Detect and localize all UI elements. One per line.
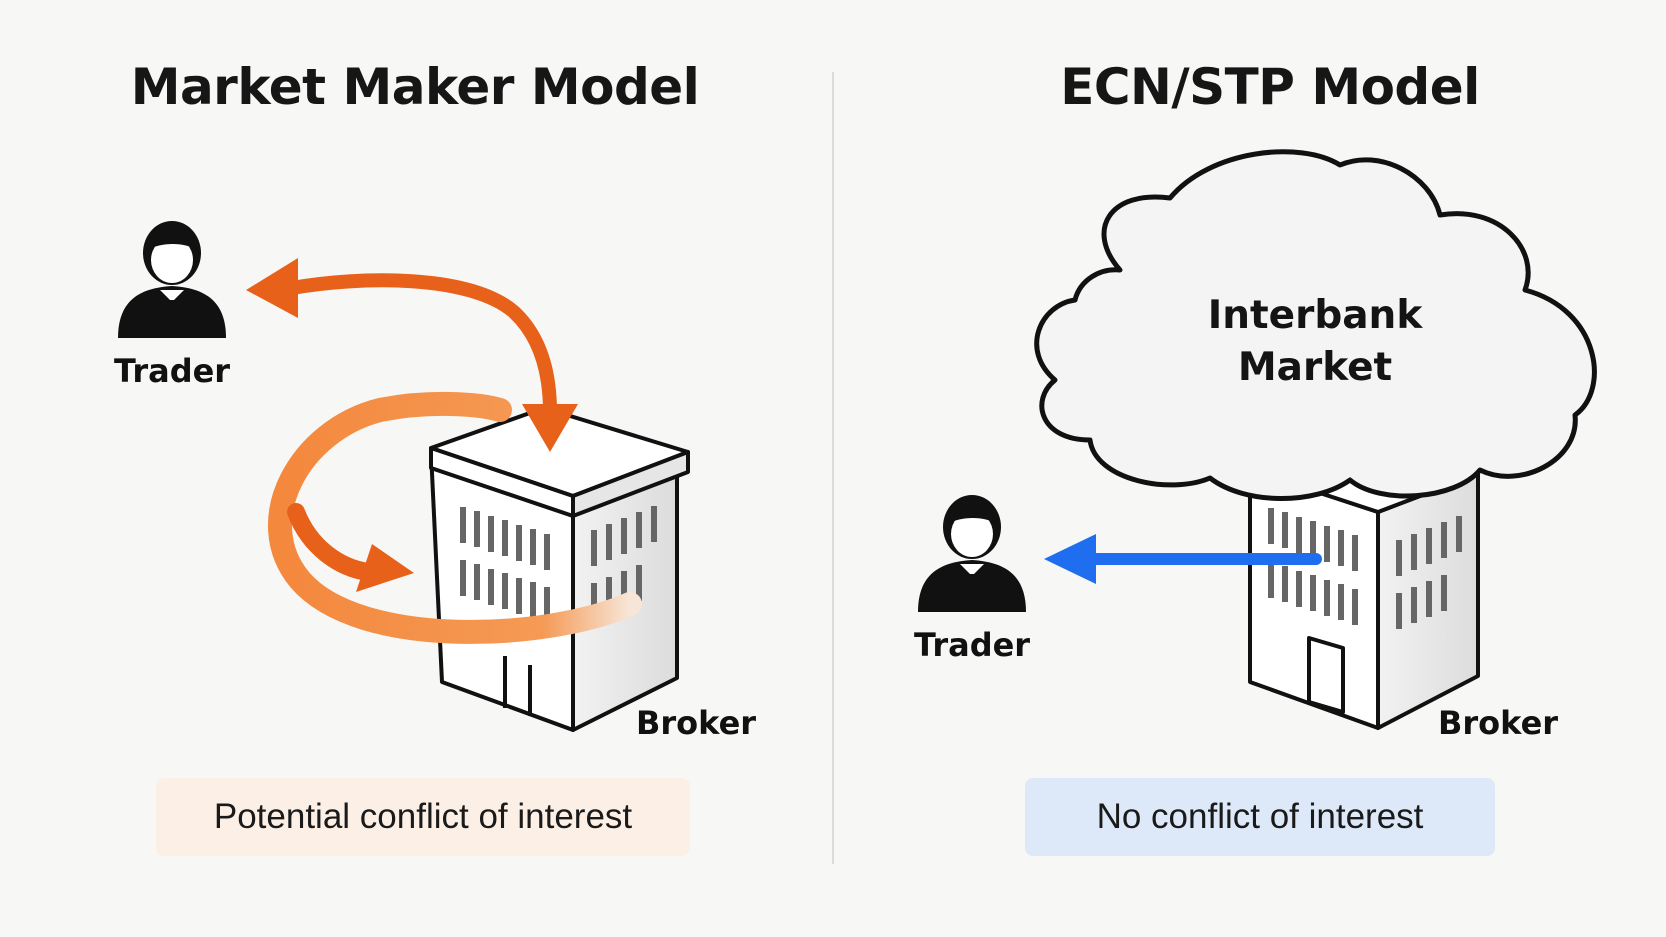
panel-divider: [832, 72, 834, 864]
swirl-arrow-icon: [268, 391, 642, 644]
trader-label-left: Trader: [114, 352, 231, 390]
broker-windows-left: [460, 506, 657, 623]
swirl-arrowhead-icon: [356, 544, 414, 592]
broker-label-left: Broker: [636, 704, 757, 742]
trader-icon-left: [118, 221, 226, 338]
trader-label-right: Trader: [914, 626, 1031, 664]
ecn-stp-title: ECN/STP Model: [1060, 58, 1480, 116]
orange-arrow-icon: [246, 258, 578, 452]
blue-arrow-icon: [1044, 534, 1322, 584]
interbank-label-line1: Interbank: [1207, 293, 1423, 338]
broker-windows-right: [1268, 508, 1462, 629]
conflict-note-right: No conflict of interest: [1025, 778, 1495, 856]
broker-label-right: Broker: [1438, 704, 1559, 742]
trader-icon-right: [918, 495, 1026, 612]
conflict-note-right-text: No conflict of interest: [1096, 797, 1424, 836]
interbank-market-label: Interbank Market: [1160, 290, 1470, 394]
conflict-note-left-text: Potential conflict of interest: [213, 797, 633, 836]
broker-building-icon-left: [429, 406, 690, 732]
interbank-cloud-icon: [1034, 149, 1597, 501]
conflict-note-left: Potential conflict of interest: [156, 778, 690, 856]
market-maker-title: Market Maker Model: [130, 58, 700, 116]
interbank-label-line2: Market: [1237, 345, 1393, 390]
